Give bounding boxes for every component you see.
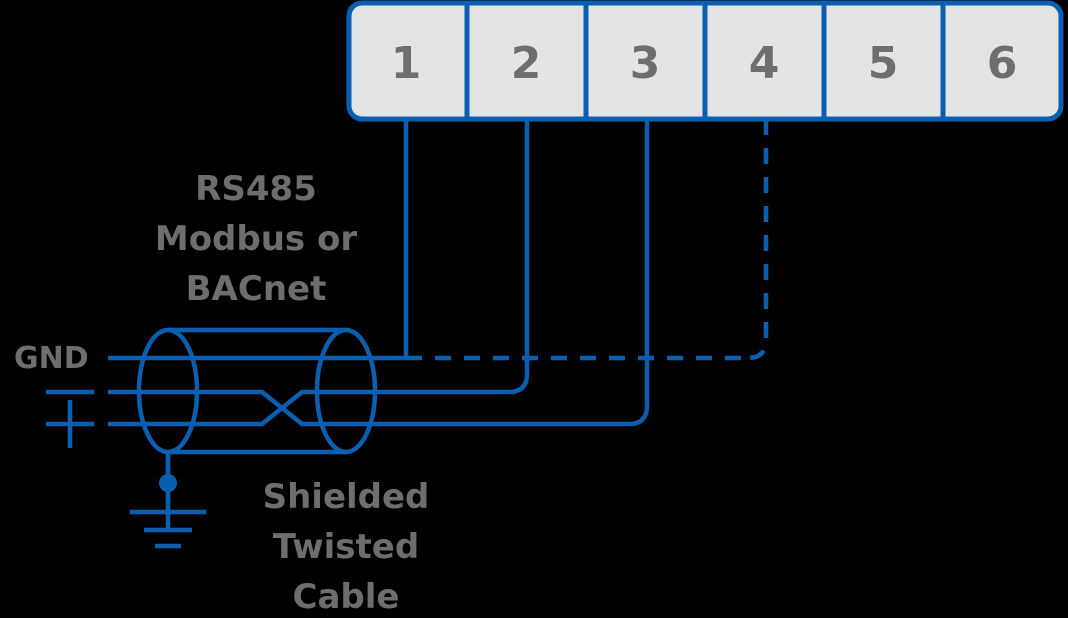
protocol-label-line-2: Modbus or — [155, 219, 358, 259]
ground-label: GND — [14, 341, 89, 376]
shielded-twisted-cable — [108, 327, 406, 455]
twist-strand-a — [222, 389, 352, 427]
wire-to-terminal-4-shield — [747, 119, 769, 361]
terminal-number-4[interactable]: 4 — [749, 38, 780, 89]
cable-label-line-2: Twisted — [273, 527, 419, 567]
terminal-number-3[interactable]: 3 — [630, 38, 661, 89]
terminal-block[interactable]: 1 2 3 4 5 6 — [346, 0, 1064, 122]
ground-junction-dot — [159, 474, 177, 492]
cable-label-line-3: Cable — [293, 577, 400, 617]
terminal-number-1[interactable]: 1 — [391, 38, 422, 89]
wire-to-terminal-2 — [352, 119, 530, 395]
twist-strand-b — [222, 389, 352, 427]
terminal-wires — [352, 119, 769, 427]
signal-stubs — [46, 389, 94, 448]
protocol-label: RS485 Modbus or BACnet — [155, 169, 358, 309]
cable-end-ellipse-right — [314, 327, 378, 455]
terminal-number-6[interactable]: 6 — [987, 38, 1018, 89]
terminal-number-5[interactable]: 5 — [868, 38, 899, 89]
cable-label-line-1: Shielded — [263, 477, 430, 517]
protocol-label-line-3: BACnet — [186, 269, 327, 309]
terminal-number-2[interactable]: 2 — [511, 38, 542, 89]
protocol-label-line-1: RS485 — [195, 169, 317, 209]
cable-label: Shielded Twisted Cable — [263, 477, 430, 617]
wire-to-terminal-3 — [352, 119, 650, 427]
